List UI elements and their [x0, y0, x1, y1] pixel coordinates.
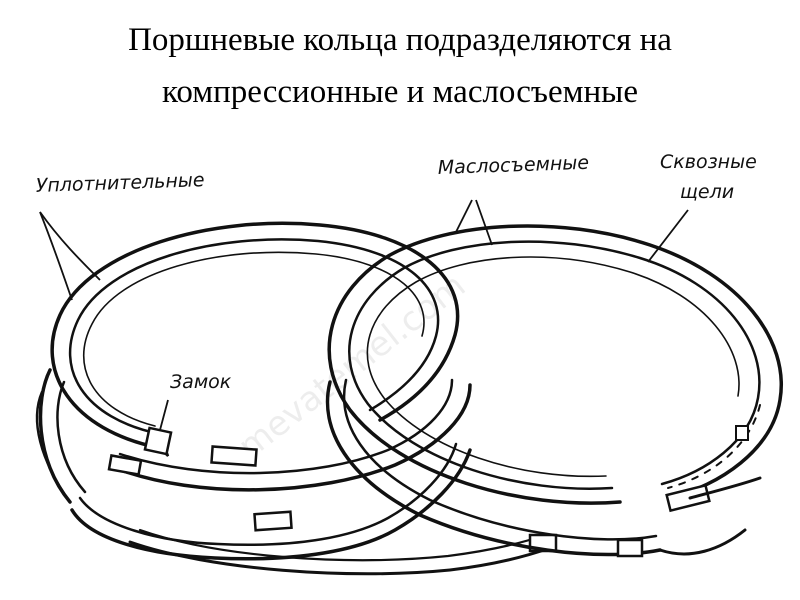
- lock-end-block: [143, 426, 173, 456]
- oil-ring-end-3: [735, 425, 749, 441]
- leader-compression-1: [39, 211, 101, 281]
- oil-ring-second-outer: [325, 380, 662, 557]
- label-oil-scraper: Маслосъемные: [437, 152, 589, 179]
- label-lock: Замок: [170, 371, 232, 393]
- oil-ring-tail: [658, 476, 762, 556]
- label-compression: Уплотнительные: [35, 169, 204, 197]
- compression-ring-top-inner: [68, 238, 440, 436]
- compression-ring-lower-outer: [70, 448, 472, 561]
- oil-ring-second-inner: [342, 378, 658, 541]
- leader-compression-2: [39, 211, 73, 301]
- oil-ring-end-2: [616, 538, 644, 558]
- oil-ring-groove: [366, 256, 740, 478]
- leader-lines: [39, 199, 689, 431]
- oil-ring-slots: [667, 404, 761, 489]
- compression-ring-middle-inner: [56, 378, 454, 494]
- leader-oil-1: [455, 199, 473, 233]
- compression-ring-lower-inner: [78, 442, 458, 547]
- oil-ring-end-1: [665, 483, 711, 513]
- slide-title: Поршневые кольца подразделяются на компр…: [0, 14, 800, 118]
- compression-ring-top-outer: [50, 221, 460, 450]
- compression-ring-top-band: [82, 251, 425, 427]
- lower-ring-end-1: [210, 445, 258, 467]
- watermark: mevatemel.com: [231, 266, 473, 468]
- leader-oil-2: [475, 199, 493, 246]
- lower-ring-end-2: [253, 510, 293, 532]
- leader-slots: [647, 209, 689, 263]
- compression-ring-bottom: [128, 540, 552, 576]
- compression-ring-left-tab: [35, 390, 72, 504]
- compression-rings: [35, 221, 558, 576]
- middle-ring-end: [107, 454, 143, 476]
- leader-lock: [159, 399, 169, 431]
- label-through-slots-line-1: Сквозные: [660, 151, 757, 173]
- oil-ring-inner: [348, 240, 761, 490]
- piston-rings-diagram: mevatemel.com: [35, 151, 783, 576]
- title-line-2: компрессионные и маслосъемные: [162, 74, 638, 110]
- oil-scraper-rings: [325, 224, 783, 558]
- title-line-1: Поршневые кольца подразделяются на: [128, 22, 672, 58]
- label-through-slots-line-2: щели: [680, 181, 734, 203]
- oil-ring-outer: [327, 224, 783, 505]
